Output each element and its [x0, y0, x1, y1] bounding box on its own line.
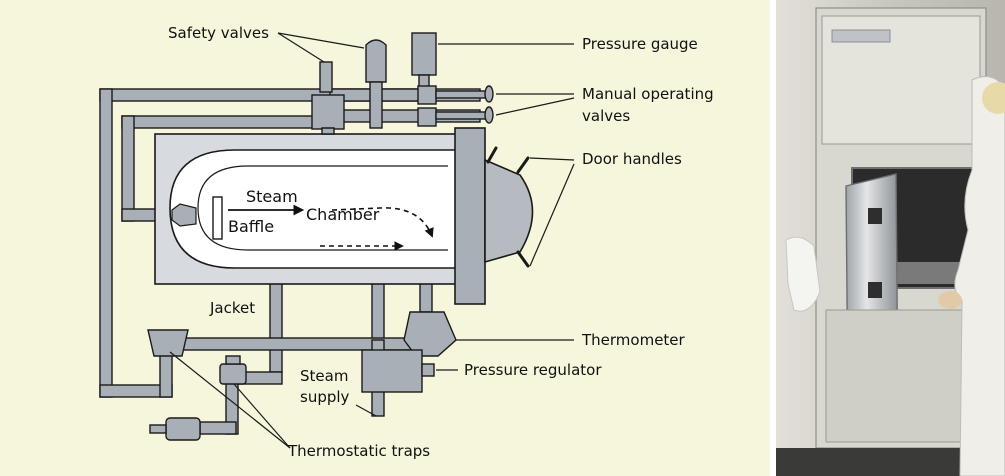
label-thermometer: Thermometer [581, 331, 686, 349]
manual-valve-1-handle [484, 85, 494, 103]
thermostatic-trap-2-cap [225, 355, 241, 365]
door-handle-top-1 [486, 146, 498, 164]
leader-door-2 [529, 163, 575, 267]
safety-valve-2 [365, 39, 387, 83]
leader-safety-2 [277, 32, 365, 49]
photo-glove [785, 236, 821, 312]
labels: Safety valves Pressure gauge Manual oper… [168, 24, 714, 460]
door-flange [454, 127, 486, 305]
label-safety-valves: Safety valves [168, 24, 269, 42]
label-manual-operating-valves-2: valves [582, 107, 630, 125]
leader-manual-2 [495, 97, 575, 116]
baffle [212, 196, 223, 240]
leader-traps-2 [233, 383, 291, 449]
photo-chamber-rack [888, 262, 966, 284]
trap-pipe-3 [199, 421, 237, 435]
bottom-components [147, 311, 457, 441]
door-handles [486, 146, 530, 268]
manual-valve-2-handle [484, 106, 494, 124]
label-manual-operating-valves: Manual operating [582, 85, 714, 103]
leader-traps-1 [169, 351, 291, 449]
label-door-handles: Door handles [582, 150, 682, 168]
door-handle-top-2 [516, 156, 530, 174]
leader-lines [169, 32, 575, 449]
label-jacket: Jacket [209, 299, 255, 317]
pressure-regulator-knob [421, 363, 435, 377]
pressure-gauge [411, 32, 437, 76]
safety-valve-2-base [369, 81, 383, 129]
outer-pipe-left [99, 88, 113, 398]
photo-door-latch-2 [868, 282, 882, 298]
safety-valve-1 [319, 61, 333, 93]
autoclave-body [154, 127, 534, 305]
label-thermostatic-traps: Thermostatic traps [287, 442, 430, 460]
inner-pipe-top [121, 115, 323, 129]
flow-arrow-2 [331, 207, 434, 238]
lower-pipe [169, 337, 431, 351]
bottom-valve-stem [149, 424, 167, 434]
photo-door-latch-1 [868, 208, 882, 224]
top-components [311, 32, 494, 135]
label-chamber: Chamber [306, 205, 380, 224]
leader-door-1 [529, 157, 575, 161]
panel-divider [770, 0, 776, 476]
label-pressure-regulator: Pressure regulator [464, 361, 602, 379]
inner-pipe-left [121, 115, 135, 222]
steam-inlet-nozzle [171, 203, 197, 227]
safety-valve-junction [311, 94, 345, 130]
leader-safety-1 [277, 32, 325, 63]
thermostatic-trap-1 [147, 329, 189, 357]
safety-feed-pipe [321, 127, 335, 135]
label-steam-supply-2: supply [300, 388, 350, 406]
door [484, 158, 534, 264]
label-steam: Steam [246, 187, 298, 206]
pressure-regulator [361, 349, 423, 393]
thermostatic-trap-2 [219, 363, 247, 385]
leader-steam-supply [355, 404, 377, 417]
bottom-valve [165, 417, 201, 441]
label-pressure-gauge: Pressure gauge [582, 35, 698, 53]
thermometer [403, 311, 457, 357]
door-handle-bottom [516, 250, 530, 268]
photo-person-head [982, 82, 1005, 114]
manual-valve-2-body [417, 107, 437, 127]
label-baffle: Baffle [228, 217, 274, 236]
label-steam-supply: Steam [300, 367, 348, 385]
chamber [169, 149, 476, 269]
photo-brand-plate [831, 29, 891, 43]
manual-valve-1-stem [435, 90, 487, 99]
photo-person [954, 75, 1005, 476]
manual-valve-1-body [417, 85, 437, 105]
manual-valve-2-stem [435, 111, 487, 120]
chamber-inner-line [197, 165, 448, 251]
photo-lower-cabinet [825, 309, 983, 443]
photo-person-hand [938, 291, 962, 309]
autoclave-photo [776, 0, 1005, 476]
drop-pipe-1 [269, 271, 283, 373]
